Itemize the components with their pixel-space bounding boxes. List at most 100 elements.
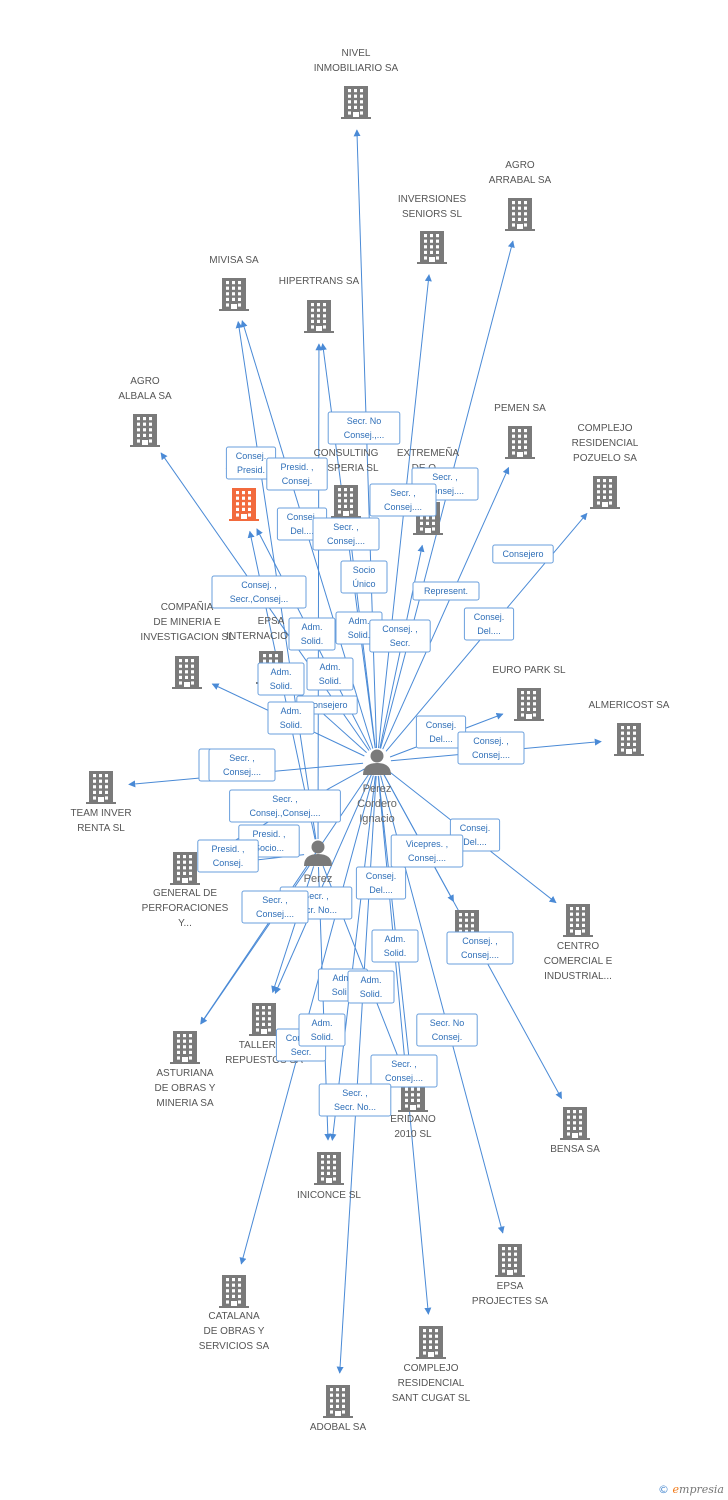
role-box: Consej. ,Consej.... [457, 731, 525, 765]
role-box: Adm.Solid. [267, 701, 315, 735]
edge-perez2-hipertrans [315, 343, 323, 840]
company-label: INICONCE SL [297, 1190, 361, 1201]
role-box: Consej. ,Consej.... [446, 931, 514, 965]
company-label: HIPERTRANS SA [279, 276, 360, 287]
role-box: Secr. ,Consej.... [369, 483, 437, 517]
person-node-perez2[interactable]: Perez [304, 840, 333, 886]
company-node-adobal[interactable]: ADOBAL SA [310, 1385, 367, 1433]
edge-perez1-talleres [274, 774, 372, 995]
role-box: Adm.Solid. [298, 1013, 346, 1047]
role-box: Adm.Solid. [347, 970, 395, 1004]
role-box: Consej.Del.... [355, 866, 407, 900]
company-label: MIVISA SA [209, 255, 259, 266]
company-node-extremena[interactable]: EXTREMEÑADE O... [397, 446, 460, 535]
role-label: Adm.Solid. [311, 1018, 334, 1042]
role-label: Consej.Del.... [460, 823, 491, 847]
company-node-bensa[interactable]: BENSA SA [550, 1107, 600, 1155]
role-label: Adm.Solid. [270, 667, 293, 691]
company-node-hipertrans[interactable]: HIPERTRANS SA [279, 276, 360, 333]
role-label: Consej.Del.... [426, 720, 457, 744]
role-label: Consej.Del.... [366, 871, 397, 895]
building-icon [219, 1275, 249, 1308]
building-icon [341, 86, 371, 119]
building-icon [304, 300, 334, 333]
role-box: Adm.Solid. [257, 662, 305, 696]
role-label: Secr. ,Consej.,Consej.... [249, 794, 320, 818]
building-icon [86, 771, 116, 804]
edge-perez1-iniconce [329, 775, 376, 1141]
role-box: Consej. ,Secr.,Consej... [211, 575, 307, 609]
role-box: Secr. ,Consej.... [312, 517, 380, 551]
role-box: Consejero [492, 544, 554, 564]
company-node-mivisa[interactable]: MIVISA SA [209, 255, 259, 311]
role-label: Secr. ,Consej.... [426, 472, 464, 496]
role-label: Consej. ,Secr. [382, 624, 418, 648]
role-label: Secr. ,Consej.... [223, 753, 261, 777]
company-label: EURO PARK SL [492, 665, 566, 676]
role-label: Consej.Del.... [287, 512, 318, 536]
role-label: Consej.Del.... [474, 612, 505, 636]
role-label: Adm.Soli... [332, 973, 355, 997]
role-label: Adm.Solid. [301, 622, 324, 646]
copyright-icon: © [658, 1483, 670, 1496]
role-box: Secr. ,Consej.,Consej.... [229, 789, 341, 823]
role-box: Consej.Del.... [463, 607, 515, 641]
building-icon [563, 904, 593, 937]
building-icon [219, 278, 249, 311]
company-node-iniconce[interactable]: INICONCE SL [297, 1152, 361, 1201]
building-icon [590, 476, 620, 509]
building-icon [417, 231, 447, 264]
building-icon [331, 485, 361, 518]
edge-perez2-talleres [271, 866, 315, 994]
role-box: Secr. ,Secr. No... [318, 1083, 392, 1117]
role-label: Vicepres. ,Consej.... [406, 839, 448, 863]
edge-perez1-complejosantcugat [377, 775, 432, 1315]
company-label: PEMEN SA [494, 403, 546, 414]
company-node-pemen[interactable]: PEMEN SA [494, 403, 546, 459]
building-icon [514, 688, 544, 721]
role-label: Adm.Solid. [280, 706, 303, 730]
edge-perez1-eridano [378, 775, 413, 1068]
role-box: Represent. [412, 581, 480, 601]
company-node-europark[interactable]: EURO PARK SL [492, 665, 566, 721]
edge-perez1-pemen [382, 466, 510, 750]
role-box: Vicepres. ,Consej.... [390, 834, 464, 868]
company-node-almericost[interactable]: ALMERICOST SA [589, 700, 670, 756]
role-label: Secr. ,Secr. No... [295, 891, 337, 915]
role-label: Adm.Solid. [384, 934, 407, 958]
